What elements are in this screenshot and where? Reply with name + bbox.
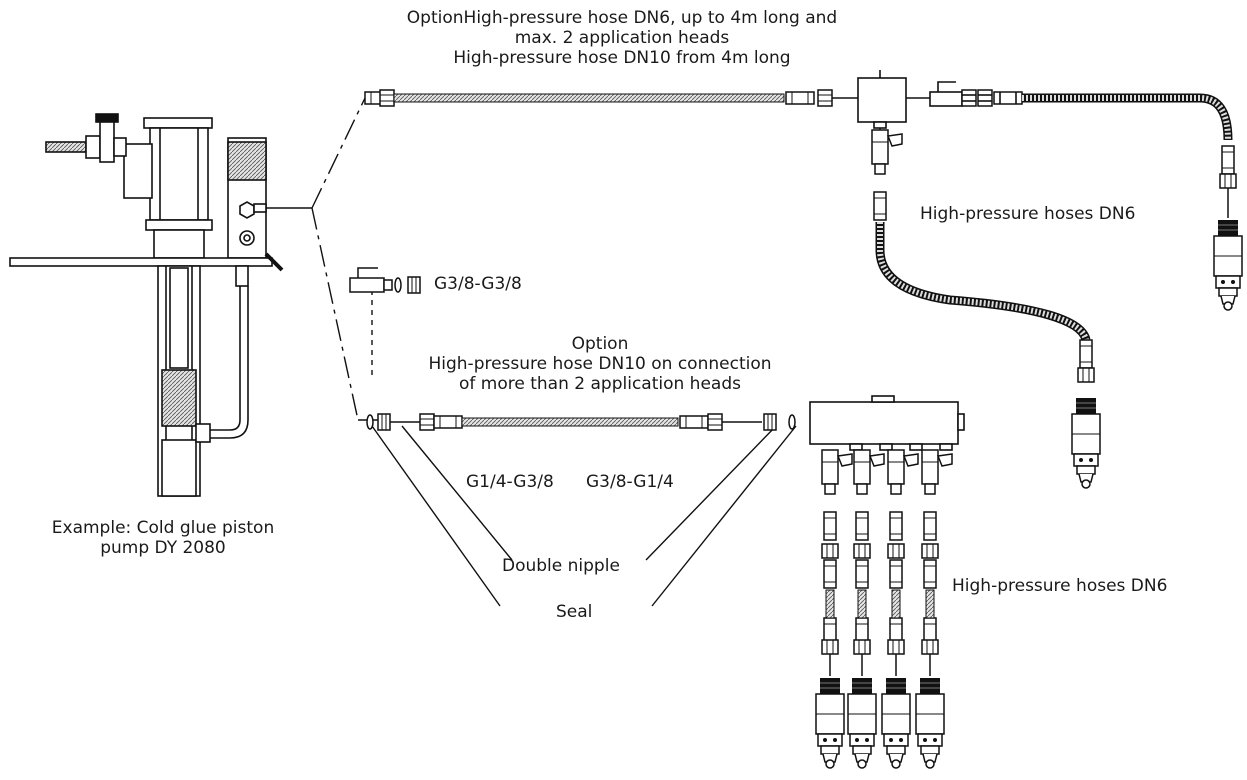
pump-caption-line-1: Example: Cold glue piston bbox=[51, 518, 275, 538]
mid-option-line-1: Option bbox=[571, 334, 629, 354]
top-hose-dn10 bbox=[364, 89, 858, 107]
connection-lines bbox=[266, 97, 881, 607]
bottom-distributor-block bbox=[809, 395, 965, 451]
hoses-right-label: High-pressure hoses DN6 bbox=[920, 204, 1136, 224]
mid-option-line-2: High-pressure hose DN10 on connection bbox=[428, 354, 772, 374]
top-option-line-1: OptionHigh-pressure hose DN6, up to 4m l… bbox=[406, 8, 838, 28]
mid-hose-dn10 bbox=[366, 413, 796, 431]
middle-hose bbox=[871, 129, 1101, 489]
seal-label: Seal bbox=[556, 602, 593, 622]
branch-line bbox=[881, 449, 919, 769]
bottom-head-lines bbox=[815, 449, 953, 769]
pump-caption-line-2: pump DY 2080 bbox=[100, 538, 226, 558]
ball-valve-g38 bbox=[349, 267, 421, 294]
top-option-line-3: High-pressure hose DN10 from 4m long bbox=[453, 48, 791, 68]
top-distributor-block bbox=[857, 70, 1023, 129]
branch-line bbox=[815, 449, 853, 769]
mid-option-label: Option High-pressure hose DN10 on connec… bbox=[362, 334, 838, 394]
g38-g38-label: G3/8-G3/8 bbox=[434, 274, 522, 294]
branch-line bbox=[847, 449, 885, 769]
double-nipple-label: Double nipple bbox=[502, 556, 620, 576]
pump-caption: Example: Cold glue piston pump DY 2080 bbox=[8, 518, 318, 558]
g38-g14-label: G3/8-G1/4 bbox=[586, 472, 674, 492]
right-hose bbox=[1022, 93, 1243, 311]
piston-pump bbox=[9, 113, 284, 497]
top-option-line-2: max. 2 application heads bbox=[514, 28, 730, 48]
branch-line bbox=[915, 449, 953, 769]
hoses-bottom-label: High-pressure hoses DN6 bbox=[952, 576, 1168, 596]
top-option-label: OptionHigh-pressure hose DN6, up to 4m l… bbox=[312, 8, 932, 68]
mid-option-line-3: of more than 2 application heads bbox=[459, 374, 741, 394]
g14-g38-label: G1/4-G3/8 bbox=[466, 472, 554, 492]
